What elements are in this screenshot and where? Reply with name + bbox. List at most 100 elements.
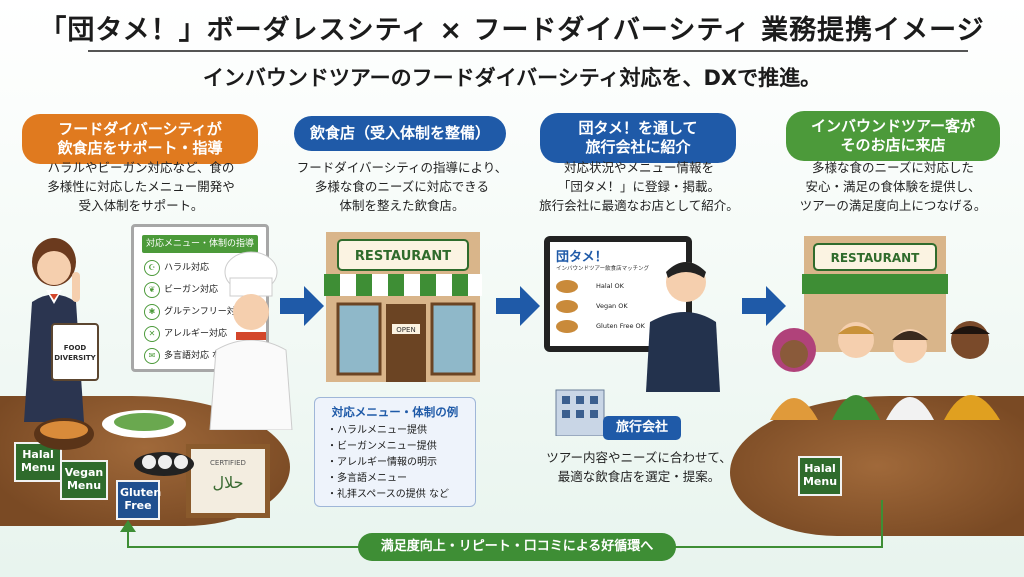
step-2-description: フードダイバーシティの指導により、 多様な食のニーズに対応できる 体制を整えた飲… <box>292 158 512 215</box>
menu-board-item: ✉ 多言語対応 など <box>144 347 230 365</box>
customer-sign-line2: Menu <box>802 475 838 488</box>
example-item: ・アレルギー情報の明示 <box>327 457 437 468</box>
step-4-desc-line3: ツアーの満足度向上につなげる。 <box>799 198 987 213</box>
cycle-label: 満足度向上・リピート・口コミによる好循環へ <box>358 533 676 561</box>
certificate-mark: حلال <box>212 473 244 492</box>
screen-logo: 団タメ！ <box>556 250 608 265</box>
screen-list-item: Gluten Free OK <box>556 318 656 335</box>
customer-sign-line1: Halal <box>804 462 836 475</box>
food-dishes-left <box>34 410 194 476</box>
step-1-desc-line1: ハラルやビーガン対応など、食の <box>47 160 235 175</box>
step-1-desc-line3: 受入体制をサポート。 <box>78 198 204 213</box>
halal-certificate: CERTIFIED حلال <box>186 444 270 518</box>
staff-sign-line2: DIVERSITY <box>54 354 96 362</box>
cycle-line-right <box>881 500 883 548</box>
chat-icon: ✉ <box>144 347 160 364</box>
screen-list-item: Halal OK <box>556 278 656 295</box>
office-building-icon <box>555 389 605 436</box>
cycle-arrowhead-icon <box>120 520 136 532</box>
food-thumbnail <box>556 319 578 333</box>
staff-illustration: FOOD DIVERSITY <box>24 238 99 422</box>
step-2-label-line1: 飲食店（受入体制を整備） <box>309 124 490 142</box>
page-title: 「団タメ！」ボーダレスシティ × フードダイバーシティ 業務提携イメージ <box>39 15 985 46</box>
step-3-desc-line2: 「団タメ！」に登録・掲載。 <box>557 179 721 194</box>
menu-board-title: 対応メニュー・体制の指導 <box>142 235 258 253</box>
step-4-label-line2: そのお店に来店 <box>840 136 946 154</box>
vegan-sign-line2: Menu <box>66 479 102 492</box>
page-subtitle: インバウンドツアーのフードダイバーシティ対応を、DXで推進。 <box>202 66 822 90</box>
example-item: ・ビーガンメニュー提供 <box>327 441 437 452</box>
open-sign: OPEN <box>396 326 415 334</box>
halal-sign-line1: Halal <box>22 448 54 461</box>
staff-sign-line1: FOOD <box>64 344 87 352</box>
vegan-menu-sign: Vegan Menu <box>60 460 108 500</box>
flow-arrow-2 <box>496 286 540 326</box>
step-3-description: 対応状況やメニュー情報を 「団タメ！」に登録・掲載。 旅行会社に最適なお店として… <box>532 158 746 215</box>
halal-sign-line2: Menu <box>20 461 56 474</box>
menu-board-item-label: グルテンフリー対応 <box>164 307 245 317</box>
travel-agency-description: ツアー内容やニーズに合わせて、 最適な飲食店を選定・提案。 <box>532 448 746 486</box>
step-4-label: インバウンドツアー客が そのお店に来店 <box>786 111 1000 161</box>
menu-board-item-label: ハラル対応 <box>164 263 210 273</box>
step-4-label-line1: インバウンドツアー客が <box>810 117 976 135</box>
menu-board-item-label: アレルギー対応 <box>164 329 228 339</box>
food-thumbnail <box>556 279 578 293</box>
tourists-illustration <box>770 321 1000 420</box>
step-3-label-line2: 旅行会社に紹介 <box>585 138 691 156</box>
restaurant-right-sign: RESTAURANT <box>831 251 921 265</box>
allergy-icon: ✕ <box>144 325 160 342</box>
step-3-label-line1: 団タメ！を通して <box>578 119 698 137</box>
menu-board-item-label: 多言語対応 など <box>164 351 230 361</box>
travel-desc-line1: ツアー内容やニーズに合わせて、 <box>546 450 732 465</box>
gluten-sign-line2: Free <box>124 499 152 512</box>
example-item: ・ハラルメニュー提供 <box>327 425 427 436</box>
flow-arrow-3 <box>742 286 786 326</box>
example-item: ・多言語メニュー <box>327 473 407 484</box>
cycle-line-left <box>127 528 129 548</box>
examples-title: 対応メニュー・体制の例 <box>331 405 459 419</box>
step-1-desc-line2: 多様性に対応したメニュー開発や <box>47 179 235 194</box>
chef-illustration <box>209 251 293 430</box>
step-2-desc-line2: 多様な食のニーズに対応できる <box>314 179 490 194</box>
wheat-icon: ✱ <box>144 303 160 320</box>
flow-arrow-1 <box>280 286 324 326</box>
step-4-desc-line2: 安心・満足の食体験を提供し、 <box>805 179 981 194</box>
step-3-desc-line1: 対応状況やメニュー情報を <box>563 160 714 175</box>
step-2-desc-line1: フードダイバーシティの指導により、 <box>296 160 508 175</box>
gluten-sign-line1: Gluten <box>120 486 162 499</box>
certificate-heading: CERTIFIED <box>210 459 246 467</box>
gluten-free-sign: Gluten Free <box>116 480 162 520</box>
step-2-label: 飲食店（受入体制を整備） <box>294 116 506 151</box>
examples-box: 対応メニュー・体制の例 ・ハラルメニュー提供 ・ビーガンメニュー提供 ・アレルギ… <box>314 397 476 507</box>
step-2-desc-line3: 体制を整えた飲食店。 <box>339 198 465 213</box>
travel-agency-label: 旅行会社 <box>603 416 681 440</box>
menu-board-item: ✕ アレルギー対応 <box>144 325 227 343</box>
step-3-label: 団タメ！を通して 旅行会社に紹介 <box>540 113 736 163</box>
step-1-label-line1: フードダイバーシティが <box>58 120 222 138</box>
title-divider <box>88 50 968 52</box>
menu-board-item-label: ビーガン対応 <box>164 285 219 295</box>
screen-subtitle: インバウンドツアー飲食店マッチング <box>556 266 650 272</box>
screen-row-label: Vegan OK <box>596 302 628 310</box>
halal-icon: ☪ <box>144 259 160 276</box>
food-thumbnail <box>556 299 578 313</box>
step-3-desc-line3: 旅行会社に最適なお店として紹介。 <box>539 198 739 213</box>
example-item: ・礼拝スペースの提供 など <box>327 489 449 500</box>
restaurant-sign: RESTAURANT <box>355 249 451 264</box>
screen-row-label: Halal OK <box>596 282 624 290</box>
screen-list-item: Vegan OK <box>556 298 656 315</box>
awning <box>324 274 482 296</box>
screen-row-label: Gluten Free OK <box>596 322 645 330</box>
menu-board-item: ☪ ハラル対応 <box>144 259 209 277</box>
step-4-desc-line1: 多様な食のニーズに対応した <box>812 160 974 175</box>
restaurant-building: RESTAURANT OPEN <box>324 232 482 382</box>
step-4-description: 多様な食のニーズに対応した 安心・満足の食体験を提供し、 ツアーの満足度向上につ… <box>778 158 1008 215</box>
office-worker-illustration <box>646 262 720 392</box>
menu-board-item: ✱ グルテンフリー対応 <box>144 303 245 321</box>
halal-menu-sign-right: Halal Menu <box>798 456 842 496</box>
step-1-label-line2: 飲食店をサポート・指導 <box>57 139 223 157</box>
travel-desc-line2: 最適な飲食店を選定・提案。 <box>557 469 721 484</box>
step-1-description: ハラルやビーガン対応など、食の 多様性に対応したメニュー開発や 受入体制をサポー… <box>16 158 266 215</box>
step-1-label: フードダイバーシティが 飲食店をサポート・指導 <box>22 114 258 164</box>
restaurant-building-right: RESTAURANT <box>802 236 948 352</box>
